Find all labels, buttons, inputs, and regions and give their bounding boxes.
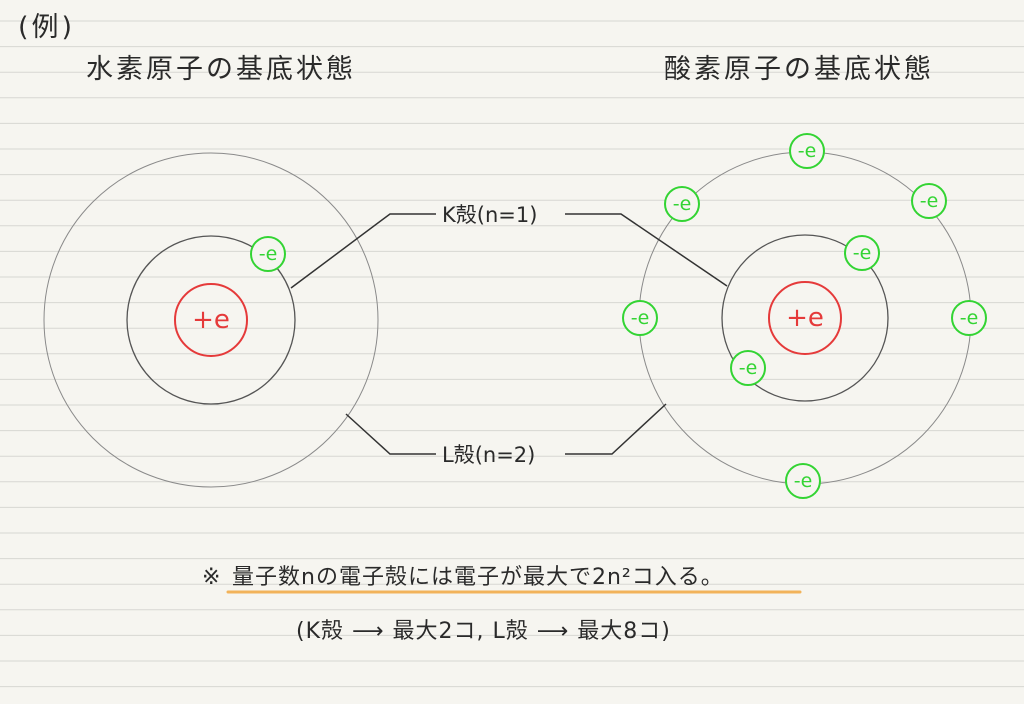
electron-label: -e bbox=[853, 242, 872, 264]
l-shell-label: L殻(n=2) bbox=[442, 443, 535, 467]
hydrogen-electron: -e bbox=[250, 236, 286, 272]
electron-marker bbox=[785, 463, 821, 499]
electron-label: -e bbox=[798, 140, 817, 162]
oxygen-k-electron-1: -e bbox=[844, 235, 880, 271]
oxygen-l-electron-2: -e bbox=[664, 186, 700, 222]
k-shell-connector-right bbox=[565, 213, 728, 287]
note-asterisk: ※ bbox=[202, 565, 221, 590]
electron-label: -e bbox=[739, 357, 758, 379]
oxygen-k-electron-2: -e bbox=[730, 350, 766, 386]
l-shell-callout: L殻(n=2) bbox=[345, 403, 667, 467]
hydrogen-k-shell bbox=[126, 235, 296, 405]
electron-marker bbox=[622, 300, 658, 336]
l-shell-connector-left bbox=[345, 413, 436, 455]
oxygen-nucleus-label: +e bbox=[786, 303, 824, 333]
k-shell-connector-left bbox=[290, 213, 436, 289]
electron-marker bbox=[844, 235, 880, 271]
k-shell-label: K殻(n=1) bbox=[442, 203, 537, 227]
note-line-2: (K殻 ⟶ 最大2コ, L殻 ⟶ 最大8コ) bbox=[296, 619, 671, 644]
electron-label: -e bbox=[673, 193, 692, 215]
k-shell-callout: K殻(n=1) bbox=[290, 203, 728, 289]
oxygen-l-electron-1: -e bbox=[789, 133, 825, 169]
oxygen-l-electron-5: -e bbox=[951, 300, 987, 336]
example-mark: (例) bbox=[18, 12, 75, 43]
hydrogen-atom: +e -e bbox=[43, 152, 379, 488]
note-line-1: 量子数nの電子殻には電子が最大で2n²コ入る。 bbox=[232, 565, 724, 590]
l-shell-connector-right bbox=[565, 403, 667, 455]
oxygen-k-shell bbox=[721, 234, 889, 402]
electron-marker bbox=[951, 300, 987, 336]
electron-label: -e bbox=[920, 190, 939, 212]
electron-label: -e bbox=[960, 307, 979, 329]
electron-label: -e bbox=[794, 470, 813, 492]
hydrogen-nucleus bbox=[174, 283, 248, 357]
hydrogen-l-shell bbox=[43, 152, 379, 488]
oxygen-l-electron-3: -e bbox=[911, 183, 947, 219]
hydrogen-title: 水素原子の基底状態 bbox=[86, 54, 356, 85]
electron-marker bbox=[911, 183, 947, 219]
electron-marker bbox=[664, 186, 700, 222]
oxygen-l-electron-4: -e bbox=[622, 300, 658, 336]
oxygen-l-electron-6: -e bbox=[785, 463, 821, 499]
oxygen-atom: +e -e -e -e -e -e -e -e bbox=[622, 133, 987, 499]
hydrogen-nucleus-label: +e bbox=[192, 305, 230, 335]
oxygen-title: 酸素原子の基底状態 bbox=[664, 54, 934, 85]
electron-marker bbox=[789, 133, 825, 169]
electron-marker bbox=[730, 350, 766, 386]
electron-marker bbox=[250, 236, 286, 272]
electron-label: -e bbox=[631, 307, 650, 329]
electron-label: -e bbox=[259, 243, 278, 265]
oxygen-nucleus bbox=[768, 281, 842, 355]
notebook-ruled-lines bbox=[0, 20, 1024, 688]
